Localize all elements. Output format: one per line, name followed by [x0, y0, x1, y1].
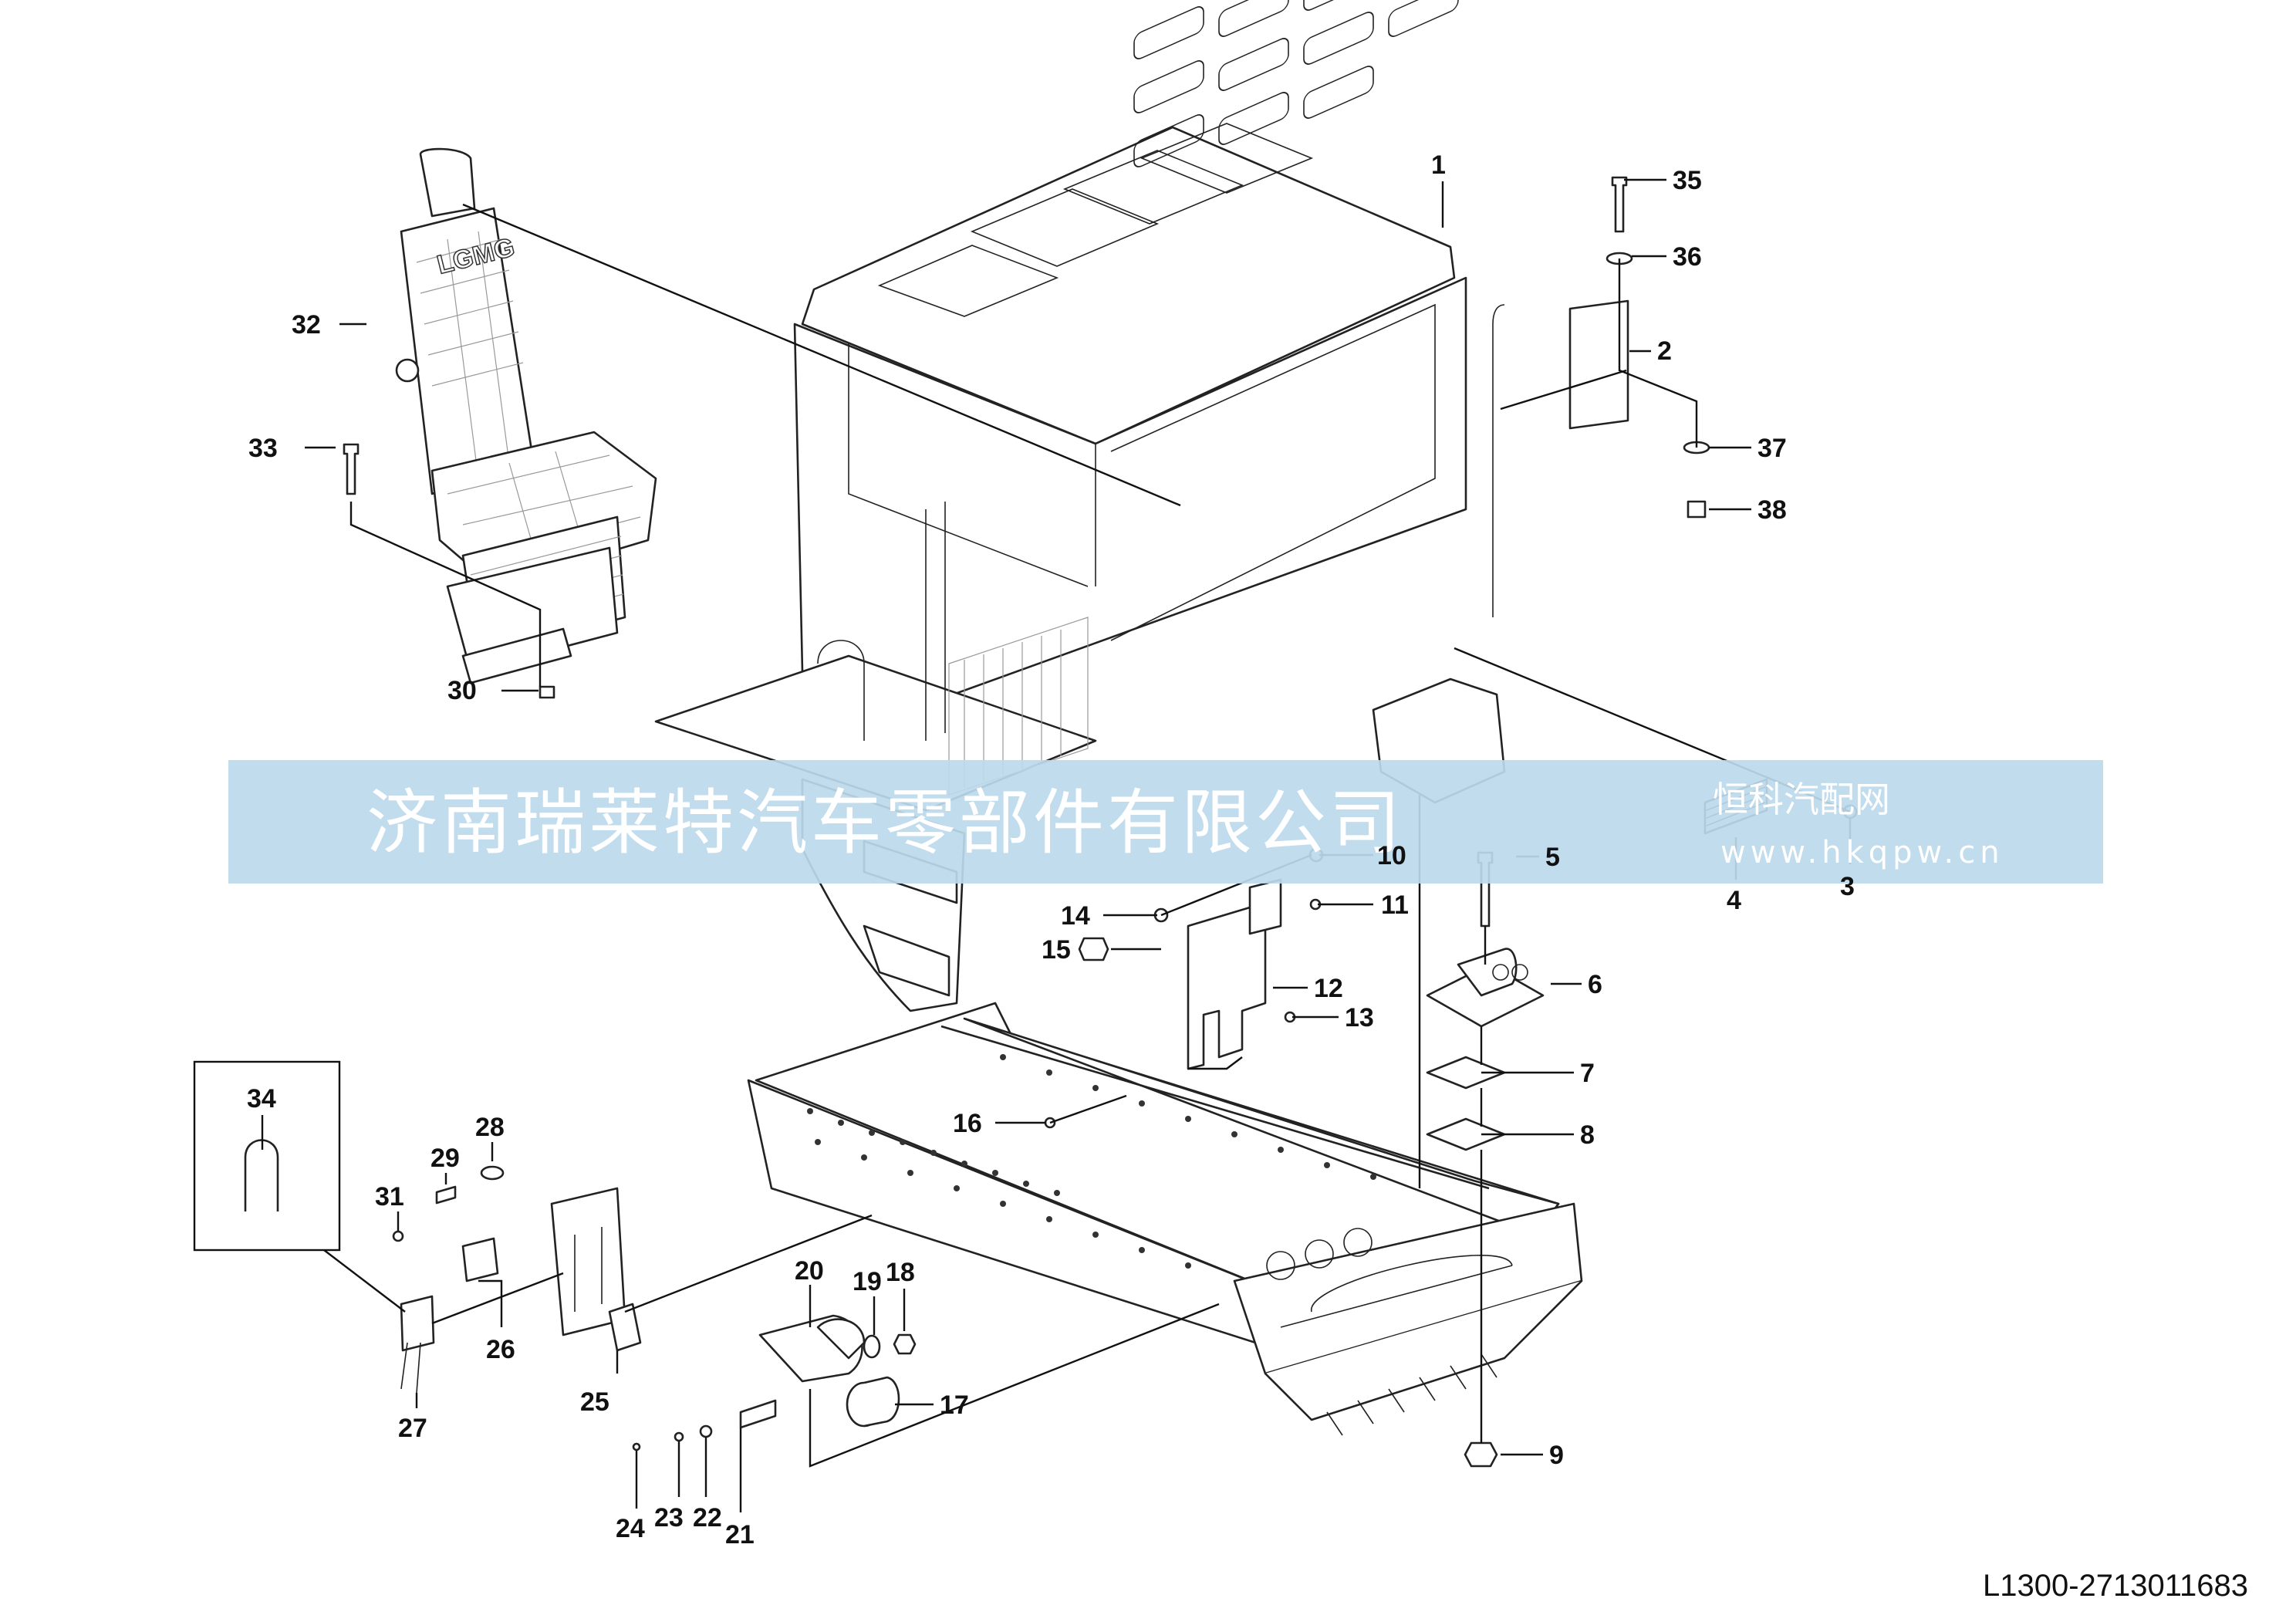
watermark-company: 济南瑞莱特汽车零部件有限公司	[366, 782, 1403, 864]
callout-15: 15	[1042, 935, 1071, 965]
callout-30: 30	[447, 676, 477, 705]
callout-8: 8	[1580, 1120, 1595, 1150]
callout-37: 37	[1757, 434, 1787, 463]
leader-lines	[193, 178, 1852, 1512]
callout-16: 16	[953, 1109, 982, 1138]
callout-27: 27	[398, 1414, 427, 1443]
callout-35: 35	[1673, 166, 1702, 195]
callout-7: 7	[1580, 1059, 1595, 1088]
cab-assembly	[654, 0, 1506, 1012]
callout-2: 2	[1657, 336, 1672, 366]
callout-25: 25	[580, 1387, 609, 1417]
small-parts	[244, 176, 1858, 1468]
callout-24: 24	[616, 1514, 645, 1543]
watermark: 济南瑞莱特汽车零部件有限公司 恒科汽配网 www.hkqpw.cn	[228, 760, 2103, 884]
callout-36: 36	[1673, 242, 1702, 272]
callout-26: 26	[486, 1335, 515, 1364]
document-number: L1300-2713011683	[1983, 1569, 2248, 1603]
callout-33: 33	[248, 434, 278, 463]
callout-4: 4	[1727, 886, 1741, 915]
watermark-band	[228, 760, 2103, 884]
operator-seat: LGMG	[395, 147, 657, 684]
callout-34: 34	[247, 1084, 276, 1113]
callout-19: 19	[853, 1267, 882, 1296]
callout-3: 3	[1840, 872, 1855, 901]
callout-22: 22	[693, 1503, 722, 1532]
callout-32: 32	[292, 310, 321, 340]
watermark-site-name: 恒科汽配网	[1713, 779, 1890, 820]
callout-labels: 1 2 3 4 5 6 7 8 9 10 11 12 13 14 15 16 1…	[247, 150, 1855, 1549]
callout-10: 10	[1377, 841, 1406, 870]
callout-23: 23	[654, 1503, 684, 1532]
callout-13: 13	[1345, 1003, 1374, 1032]
chassis-frame	[747, 1002, 1583, 1436]
callout-20: 20	[795, 1256, 824, 1286]
callout-21: 21	[725, 1520, 755, 1549]
callout-1: 1	[1431, 150, 1446, 180]
callout-17: 17	[940, 1391, 969, 1420]
callout-31: 31	[375, 1182, 404, 1211]
callout-29: 29	[430, 1144, 460, 1173]
callout-12: 12	[1314, 974, 1343, 1003]
callout-5: 5	[1545, 843, 1560, 872]
callout-28: 28	[475, 1113, 505, 1142]
watermark-url: www.hkqpw.cn	[1720, 835, 2004, 870]
callout-6: 6	[1588, 970, 1602, 999]
callout-38: 38	[1757, 495, 1787, 525]
callout-18: 18	[886, 1258, 915, 1287]
callout-9: 9	[1549, 1441, 1564, 1470]
callout-14: 14	[1061, 901, 1090, 931]
callout-11: 11	[1381, 890, 1409, 920]
